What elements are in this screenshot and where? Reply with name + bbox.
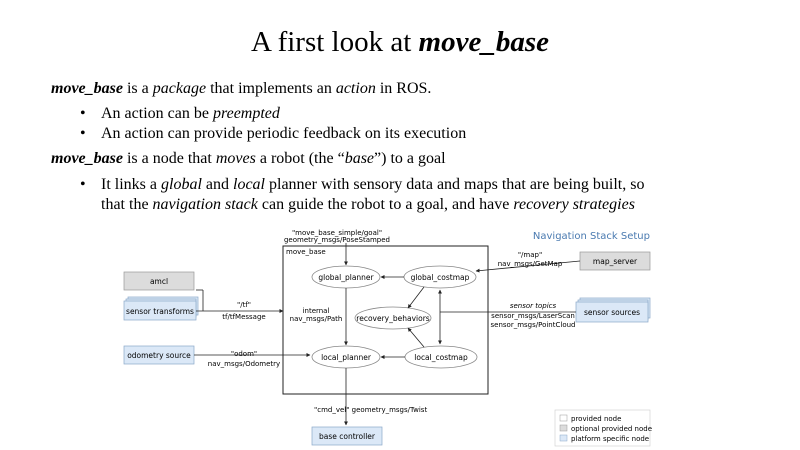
odometry-source-label: odometry source <box>127 351 191 360</box>
tf-topic-type: tf/tfMessage <box>222 313 265 321</box>
bullet-links-t1: It links a <box>101 176 161 193</box>
para1-t1: is a <box>122 80 153 97</box>
legend-box <box>554 409 651 447</box>
para1-bold: move_base <box>51 80 123 97</box>
legend-optional: optional provided node <box>571 425 652 433</box>
paragraph-2: move_base is a node that moves a robot (… <box>51 149 446 169</box>
map-topic-name: "/map" <box>518 251 542 259</box>
internal-type: nav_msgs/Path <box>290 315 343 323</box>
para2-i2: base <box>344 150 375 167</box>
para1-i1: package <box>152 80 207 97</box>
local-planner-label: local_planner <box>321 353 372 362</box>
bullet-preempted: An action can be preempted <box>80 104 280 124</box>
base-controller-node <box>311 426 383 446</box>
bullet-feedback: An action can provide periodic feedback … <box>80 124 467 144</box>
amcl-node <box>123 271 195 291</box>
diagram-title: Navigation Stack Setup <box>533 231 650 242</box>
global-costmap-label: global_costmap <box>411 273 470 282</box>
internal-label: internal <box>303 307 330 315</box>
para2-t2: a robot (the “ <box>255 150 345 167</box>
sensor-msg-laserscan: sensor_msgs/LaserScan <box>491 312 575 320</box>
odom-topic-name: "odom" <box>231 350 257 358</box>
bullet-links: It links a global and local planner with… <box>80 175 721 215</box>
amcl-label: amcl <box>150 277 168 286</box>
legend-swatch-provided <box>559 414 568 422</box>
bullet-links-t5: can guide the robot to a goal, and have <box>257 196 514 213</box>
para1-t2: that implements an <box>206 80 336 97</box>
legend-swatch-platform <box>559 434 568 442</box>
sensor-topics-label: sensor topics <box>510 302 557 310</box>
global-planner-label: global_planner <box>318 273 374 282</box>
goal-topic-name: "move_base_simple/goal" <box>292 229 382 237</box>
para2-i1: moves <box>215 150 256 167</box>
base-controller-label: base controller <box>319 432 376 441</box>
map-server-label: map_server <box>593 257 638 266</box>
recovery-behaviors-label: recovery_behaviors <box>356 314 429 323</box>
tf-topic-name: "/tf" <box>237 301 251 309</box>
para1-i2: action <box>335 80 376 97</box>
para1-t3: in ROS. <box>375 80 432 97</box>
sensor-transforms-label: sensor transforms <box>126 307 194 316</box>
bullet-links-i3: navigation stack <box>152 196 258 213</box>
title-prefix: A first look at <box>250 26 419 58</box>
cmd-vel-label: "cmd_vel" geometry_msgs/Twist <box>314 406 427 414</box>
para2-t3: ”) to a goal <box>374 150 446 167</box>
bullet1-italic: preempted <box>212 105 280 122</box>
bullet-links-t2: and <box>201 176 233 193</box>
sensor-transforms-node <box>123 300 197 321</box>
goal-topic-type: geometry_msgs/PoseStamped <box>284 236 390 244</box>
bullet-links-i1: global <box>161 176 202 193</box>
paragraph-1: move_base is a package that implements a… <box>51 79 431 99</box>
legend-provided: provided node <box>571 415 621 423</box>
title-em: move_base <box>418 26 549 58</box>
move-base-label: move_base <box>286 248 326 256</box>
recovery-behaviors-node <box>354 306 432 330</box>
legend-swatch-optional <box>559 424 568 432</box>
slide-title: A first look at move_base <box>0 24 800 60</box>
bullet1-text: An action can be <box>101 105 213 122</box>
bullet-links-i4: recovery strategies <box>513 196 635 213</box>
sensor-msg-pointcloud: sensor_msgs/PointCloud <box>491 321 576 329</box>
bullet-links-i2: local <box>233 176 265 193</box>
legend-platform: platform specific node <box>571 435 649 443</box>
bullet-links-t3: planner with sensory data and maps that … <box>265 176 645 193</box>
map-topic-type: nav_msgs/GetMap <box>498 260 563 268</box>
odom-topic-type: nav_msgs/Odometry <box>208 360 280 368</box>
para2-bold: move_base <box>51 150 123 167</box>
bullet-links-t4: that the <box>101 196 153 213</box>
local-costmap-label: local_costmap <box>414 353 468 362</box>
bullet2-text: An action can provide periodic feedback … <box>101 125 467 142</box>
sensor-sources-label: sensor sources <box>584 308 640 317</box>
para2-t1: is a node that <box>122 150 216 167</box>
